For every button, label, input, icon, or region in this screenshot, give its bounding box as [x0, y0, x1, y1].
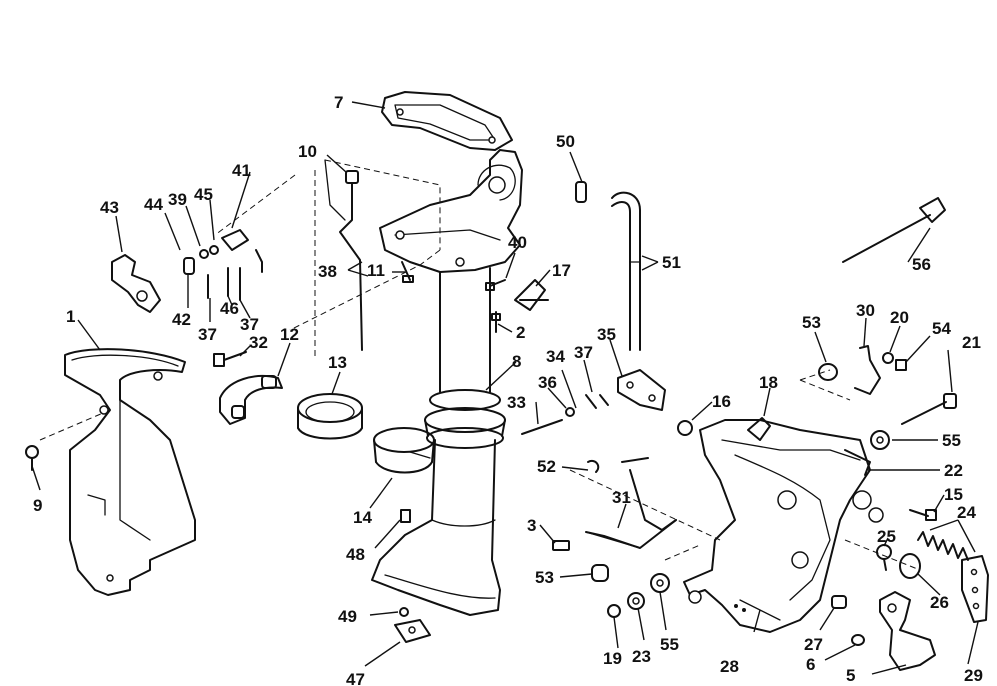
callout-16: 16: [712, 392, 731, 411]
callout-53-left: 53: [535, 568, 554, 587]
part-15-screw: [909, 509, 937, 521]
callout-40: 40: [508, 233, 527, 252]
callout-19: 19: [603, 649, 622, 668]
callout-10: 10: [298, 142, 317, 161]
part-35-bracket: [617, 369, 666, 411]
part-12-clamp: [219, 375, 283, 425]
callout-28: 28: [720, 657, 739, 676]
parts-33-37-hardware: [521, 394, 609, 435]
callout-37-right: 37: [574, 343, 593, 362]
callout-55-right: 55: [942, 431, 961, 450]
callout-37-mid: 37: [240, 315, 259, 334]
part-8-exhaust-housing: [371, 149, 523, 616]
callout-39: 39: [168, 190, 187, 209]
callout-30: 30: [856, 301, 875, 320]
callout-8: 8: [512, 352, 521, 371]
callout-35: 35: [597, 325, 616, 344]
part-28-stern-bracket: [683, 419, 884, 633]
callout-14: 14: [353, 508, 372, 527]
callout-7: 7: [334, 93, 343, 112]
upper-left-hardware: [111, 229, 263, 313]
callout-29: 29: [964, 666, 983, 685]
callout-11: 11: [367, 261, 385, 280]
callout-36: 36: [538, 373, 557, 392]
callout-41: 41: [232, 161, 251, 180]
callout-26: 26: [930, 593, 949, 612]
parts-18-22: [747, 417, 871, 476]
callout-12: 12: [280, 325, 299, 344]
callout-45: 45: [194, 185, 213, 204]
callout-3: 3: [527, 516, 536, 535]
part-55-washer: [870, 430, 890, 450]
callout-55-bottom: 55: [660, 635, 679, 654]
part-11-screw: [401, 261, 414, 283]
callout-5: 5: [846, 666, 855, 685]
callout-49: 49: [338, 607, 357, 626]
callout-56: 56: [912, 255, 931, 274]
part-56-rod: [842, 197, 946, 263]
callout-38: 38: [318, 262, 337, 281]
callout-labels: 1 2 3 5 6 7 8 9 10 11 12 13 14 15 16 17 …: [33, 93, 983, 686]
callout-33: 33: [507, 393, 526, 412]
part-10-38-rods: [324, 159, 363, 351]
part-50-51-tube: [575, 181, 641, 351]
right-hardware: [818, 345, 907, 395]
callout-37-left: 37: [198, 325, 217, 344]
parts-5-6-27: [831, 591, 936, 671]
callout-20: 20: [890, 308, 909, 327]
part-17-bracket: [514, 279, 549, 311]
parts-2-40-screws: [485, 279, 506, 333]
callout-52: 52: [537, 457, 556, 476]
callout-1: 1: [66, 307, 75, 326]
parts-24-26: [876, 531, 969, 579]
callout-23: 23: [632, 647, 651, 666]
part-31-lever: [585, 457, 677, 549]
callout-6: 6: [806, 655, 815, 674]
callout-46: 46: [220, 299, 239, 318]
callout-44: 44: [144, 195, 163, 214]
callout-50: 50: [556, 132, 575, 151]
callout-13: 13: [328, 353, 347, 372]
callout-25: 25: [877, 527, 896, 546]
callout-17: 17: [552, 261, 571, 280]
part-1-cover: [64, 348, 196, 596]
callout-18: 18: [759, 373, 778, 392]
callout-34: 34: [546, 347, 565, 366]
callout-51: 51: [662, 253, 681, 272]
callout-54: 54: [932, 319, 951, 338]
callout-53-right: 53: [802, 313, 821, 332]
callout-43: 43: [100, 198, 119, 217]
callout-21: 21: [962, 333, 981, 352]
leader-lines: [31, 101, 979, 675]
part-14-grommet: [373, 427, 435, 474]
callout-9: 9: [33, 496, 42, 515]
callout-24: 24: [957, 503, 976, 522]
part-7-gasket: [381, 91, 513, 151]
part-13-seal: [297, 393, 363, 440]
callout-22: 22: [944, 461, 963, 480]
callout-48: 48: [346, 545, 365, 564]
part-16-nut: [677, 420, 693, 436]
parts-3-52-53: [552, 460, 609, 582]
part-21-bolt: [901, 393, 957, 425]
callout-15: 15: [944, 485, 963, 504]
callout-42: 42: [172, 310, 191, 329]
callout-27: 27: [804, 635, 823, 654]
callout-47: 47: [346, 670, 365, 686]
callout-32: 32: [249, 333, 268, 352]
callout-2: 2: [516, 323, 525, 342]
callout-31: 31: [612, 488, 631, 507]
part-29-lever: [961, 555, 989, 623]
parts-47-49: [394, 509, 431, 643]
